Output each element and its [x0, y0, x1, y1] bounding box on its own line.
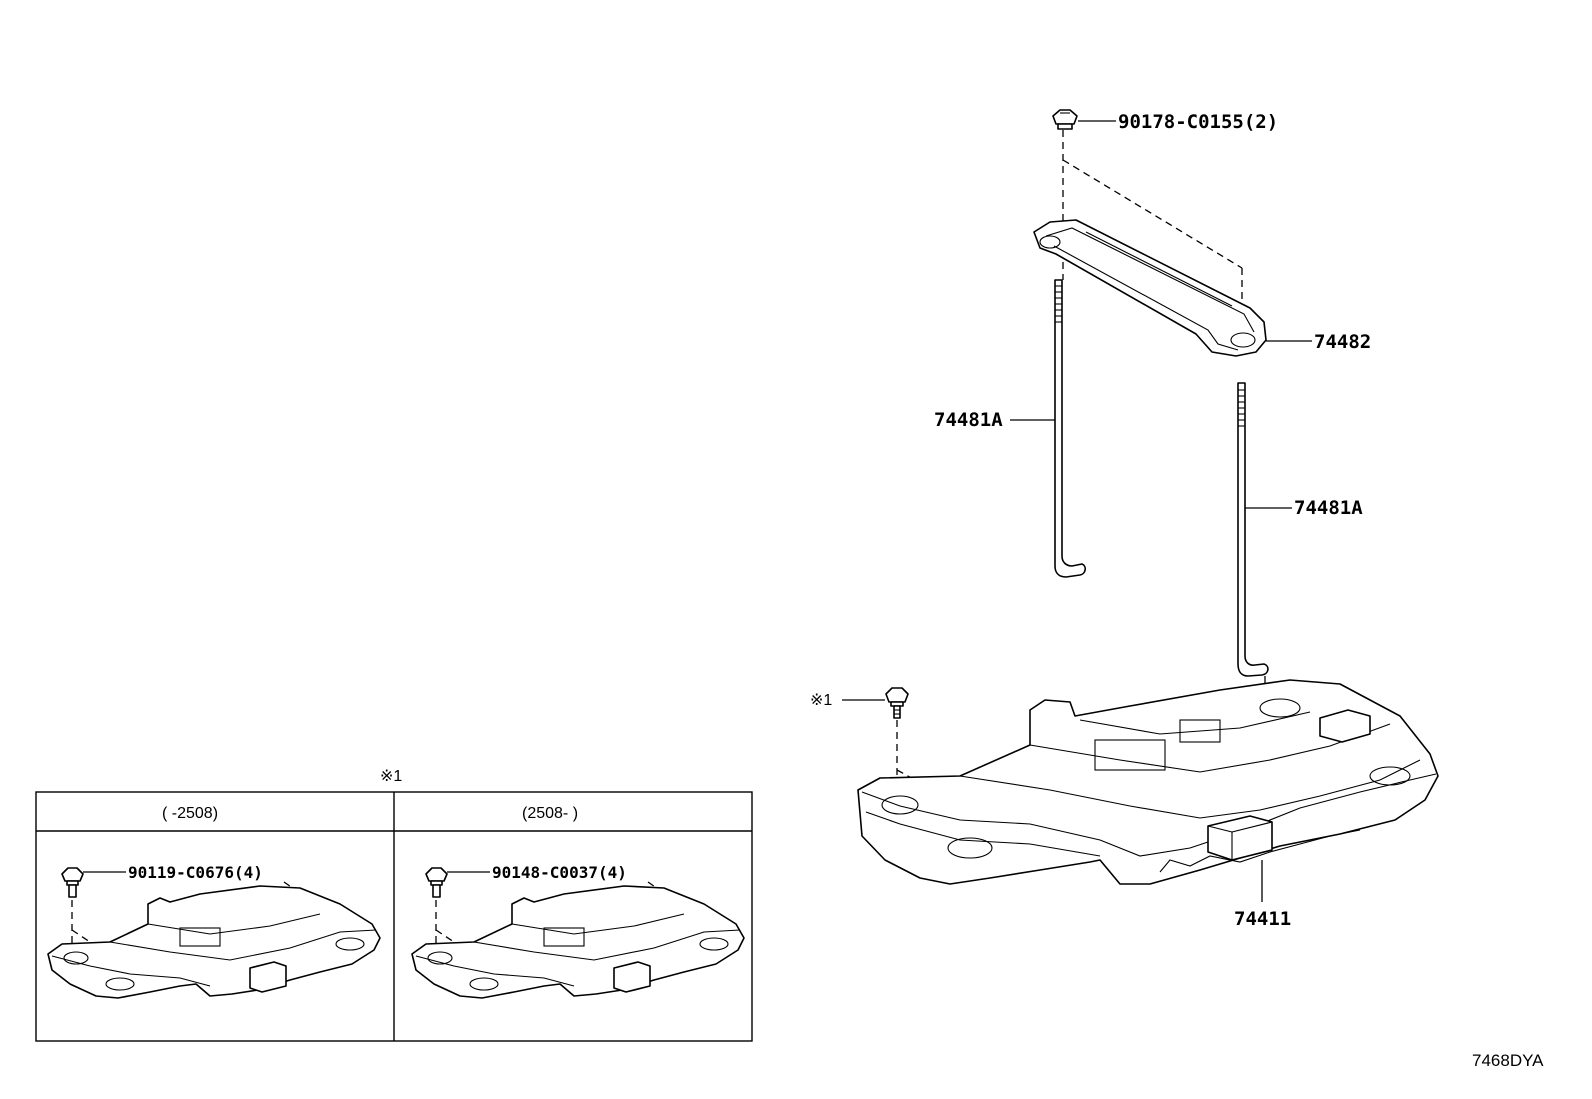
- flange-bolt-top: [1052, 109, 1078, 130]
- inset-left-tray: [47, 885, 381, 999]
- callout-rod-left: 74481A: [934, 409, 1003, 431]
- inset-header-right: (2508- ): [522, 805, 578, 822]
- inset-right-tray: [411, 885, 745, 999]
- flange-bolt-tray: [885, 687, 909, 719]
- bolt-ref-mark: ※1: [810, 692, 832, 709]
- callout-rod-right: 74481A: [1294, 497, 1363, 519]
- callout-clamp: 74482: [1314, 331, 1371, 353]
- inset-right-part: 90148-C0037(4): [492, 863, 627, 882]
- battery-tray: [857, 679, 1439, 885]
- callout-bolt-top: 90178-C0155(2): [1118, 111, 1278, 133]
- battery-hold-down-clamp: [1033, 219, 1267, 357]
- callout-tray: 74411: [1234, 908, 1291, 930]
- hold-down-rod-left: [1054, 279, 1086, 578]
- inset-ref-mark: ※1: [380, 768, 402, 785]
- diagram-code: 7468DYA: [1472, 1051, 1544, 1070]
- inset-left-part: 90119-C0676(4): [128, 863, 263, 882]
- inset-table: [35, 791, 753, 1042]
- inset-header-left: ( -2508): [162, 805, 218, 822]
- inset-left-bolt: [61, 867, 84, 898]
- hold-down-rod-right: [1237, 382, 1269, 677]
- inset-right-bolt: [425, 867, 448, 898]
